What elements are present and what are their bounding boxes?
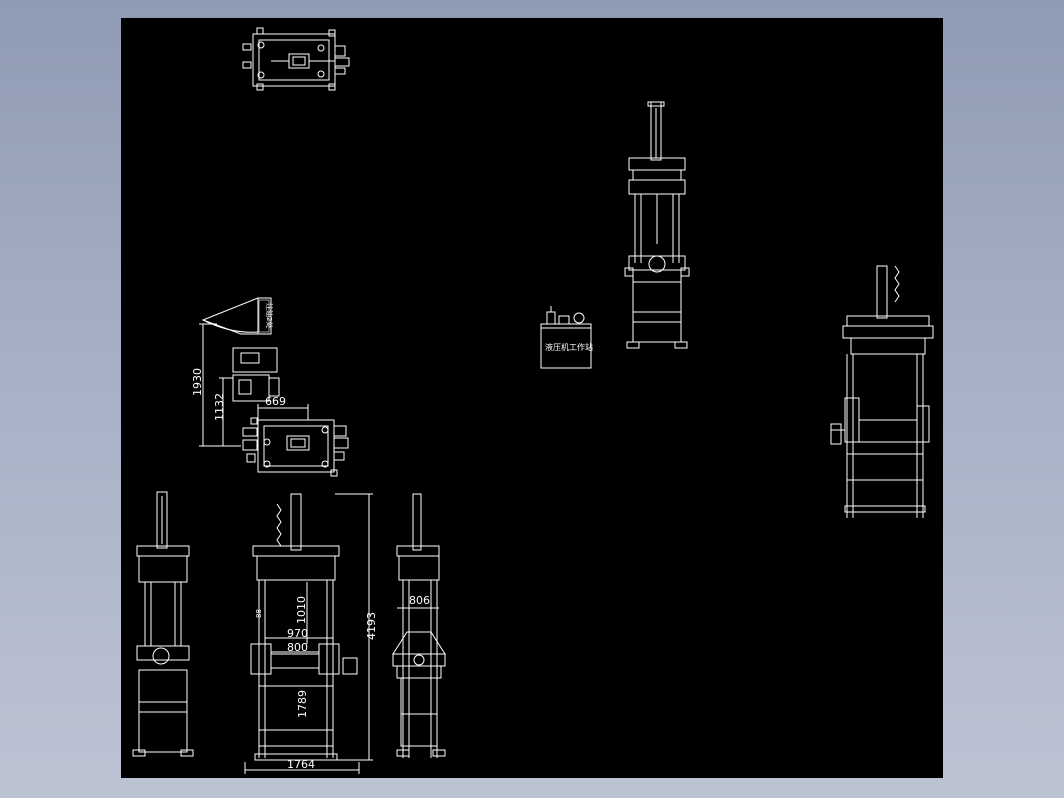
top-plan-view: [242, 27, 350, 91]
layout-view: [199, 297, 349, 477]
dim-669: 669: [265, 395, 286, 408]
dim-1132: 1132: [213, 393, 226, 421]
press-view-bottom-left: [132, 491, 194, 757]
dim-1930: 1930: [191, 368, 204, 396]
pump-station: [540, 306, 592, 369]
press-view-bottom-main: [244, 493, 373, 774]
dim-1764: 1764: [287, 758, 315, 771]
side-note-label: 注油2处: [265, 303, 274, 328]
dim-88: 88: [255, 609, 263, 618]
cad-drawing: 1930 1132 669 注油2处 液压机工作站: [132, 27, 934, 774]
press-side-view-right: [830, 265, 934, 518]
press-front-view-upper: [624, 101, 690, 349]
dim-1010: 1010: [295, 596, 308, 624]
dim-970: 970: [287, 627, 308, 640]
dim-1789: 1789: [296, 690, 309, 718]
cad-drawing-area[interactable]: 1930 1132 669 注油2处 液压机工作站: [121, 18, 943, 778]
pump-station-label: 液压机工作站: [545, 342, 593, 352]
dim-800: 800: [287, 641, 308, 654]
press-view-bottom-right: [392, 493, 446, 758]
dim-4193: 4193: [365, 612, 378, 640]
dim-806: 806: [409, 594, 430, 607]
